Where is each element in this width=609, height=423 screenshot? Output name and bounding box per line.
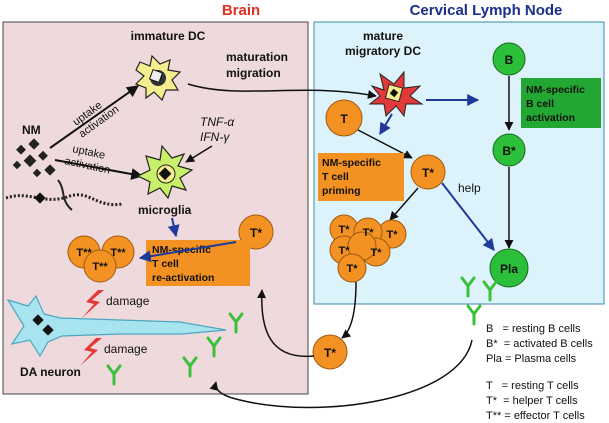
immature-dc-label: immature DC — [131, 29, 206, 43]
damage-bolt-icon-2 — [80, 338, 102, 366]
da-neuron-label: DA neuron — [20, 365, 81, 379]
b-cell-activation-line-3: activation — [526, 112, 575, 124]
t-star-cell-bottom — [312, 334, 348, 370]
help-label: help — [458, 181, 481, 195]
t-star-cluster-label-3: T* — [387, 229, 399, 241]
microglia-to-box-arrow — [167, 217, 180, 238]
t-cell-reactivation-line-3: re-activation — [152, 272, 214, 284]
bottom-to-brain-arrow — [257, 289, 315, 358]
t-cell-priming-line-3: priming — [322, 185, 361, 197]
help-arrow — [441, 182, 495, 251]
legend-t-star: T* = helper T cells — [486, 395, 578, 407]
antibody-return-arrow — [209, 339, 473, 409]
nm-chain — [5, 179, 123, 211]
effector-t-cluster — [67, 235, 135, 283]
t-cell-priming-box — [318, 153, 404, 201]
dc-to-t-arrow — [379, 113, 393, 136]
b-cell-activation-line-2: B cell — [526, 98, 554, 110]
uptake-to-dc-arrow — [49, 85, 139, 149]
microglia-icon — [136, 144, 194, 200]
damage-label-1: damage — [106, 294, 150, 308]
migration-arrow — [187, 83, 377, 99]
b-star-cell-label: B* — [502, 144, 516, 158]
damage-label-2: damage — [104, 342, 148, 356]
lymph-node-title: Cervical Lymph Node — [410, 2, 563, 19]
maturation-label: maturation — [226, 50, 288, 64]
t-cell-reactivation-line-2: T cell — [152, 258, 179, 270]
effector-t-label-3: T** — [92, 261, 108, 273]
effector-t-label-2: T** — [110, 247, 126, 259]
b-cell-activation-box — [521, 78, 601, 128]
nm-particles — [12, 138, 56, 178]
t-cell-priming-line-2: T cell — [322, 171, 349, 183]
t-star-cluster-label-1: T* — [339, 224, 351, 236]
cytokine-arrow — [185, 145, 213, 163]
effector-t-label-1: T** — [76, 247, 92, 259]
tnf-label: TNF-α — [200, 115, 235, 129]
legend-pla: Pla = Plasma cells — [486, 353, 577, 365]
plasma-cell-label: Pla — [500, 262, 518, 276]
t-cell-lymph-label: T — [340, 112, 348, 126]
t-star-cluster-label-5: T* — [371, 247, 383, 259]
mature-dc-icon — [368, 70, 424, 118]
reactivation-arrow — [138, 241, 237, 263]
migration-label: migration — [226, 66, 281, 80]
t-star-cell-lymph — [410, 154, 446, 190]
b-star-cell — [492, 133, 526, 167]
immature-dc-icon — [134, 54, 182, 102]
tstar-to-cluster-arrow — [389, 187, 419, 221]
nm-label: NM — [22, 123, 41, 137]
t-star-cell-bottom-label: T* — [324, 346, 336, 360]
brain-title: Brain — [222, 2, 260, 19]
t-cell-lymph — [325, 99, 363, 137]
damage-bolt-icon-1 — [82, 290, 104, 318]
legend-t-effector: T** = effector T cells — [486, 410, 585, 422]
t-star-cluster-label-2: T* — [363, 227, 375, 239]
mature-dc-label-2: migratory DC — [345, 44, 421, 58]
b-cell — [492, 42, 526, 76]
legend-t: T = resting T cells — [486, 380, 579, 392]
da-neuron-icon — [6, 294, 227, 358]
plasma-cell — [489, 248, 529, 288]
microglia-label: microglia — [138, 203, 192, 217]
t-star-cluster — [329, 214, 407, 283]
t-star-cluster-label-6: T* — [347, 263, 359, 275]
uptake-to-microglia-arrow — [54, 159, 144, 180]
t-star-cluster-label-4: T* — [339, 245, 351, 257]
legend-b-star: B* = activated B cells — [486, 338, 593, 350]
t-star-cell-brain-label: T* — [250, 226, 262, 240]
b-cell-label: B — [505, 53, 514, 67]
mature-dc-label-1: mature — [363, 29, 403, 43]
antibody-icons — [106, 276, 498, 386]
t-cell-priming-line-1: NM-specific — [322, 157, 381, 169]
legend-b: B = resting B cells — [486, 323, 581, 335]
cluster-to-bottom-arrow — [341, 281, 357, 339]
ifn-label: IFN-γ — [200, 130, 230, 144]
t-star-cell-lymph-label: T* — [422, 166, 434, 180]
b-cell-activation-line-1: NM-specific — [526, 84, 585, 96]
